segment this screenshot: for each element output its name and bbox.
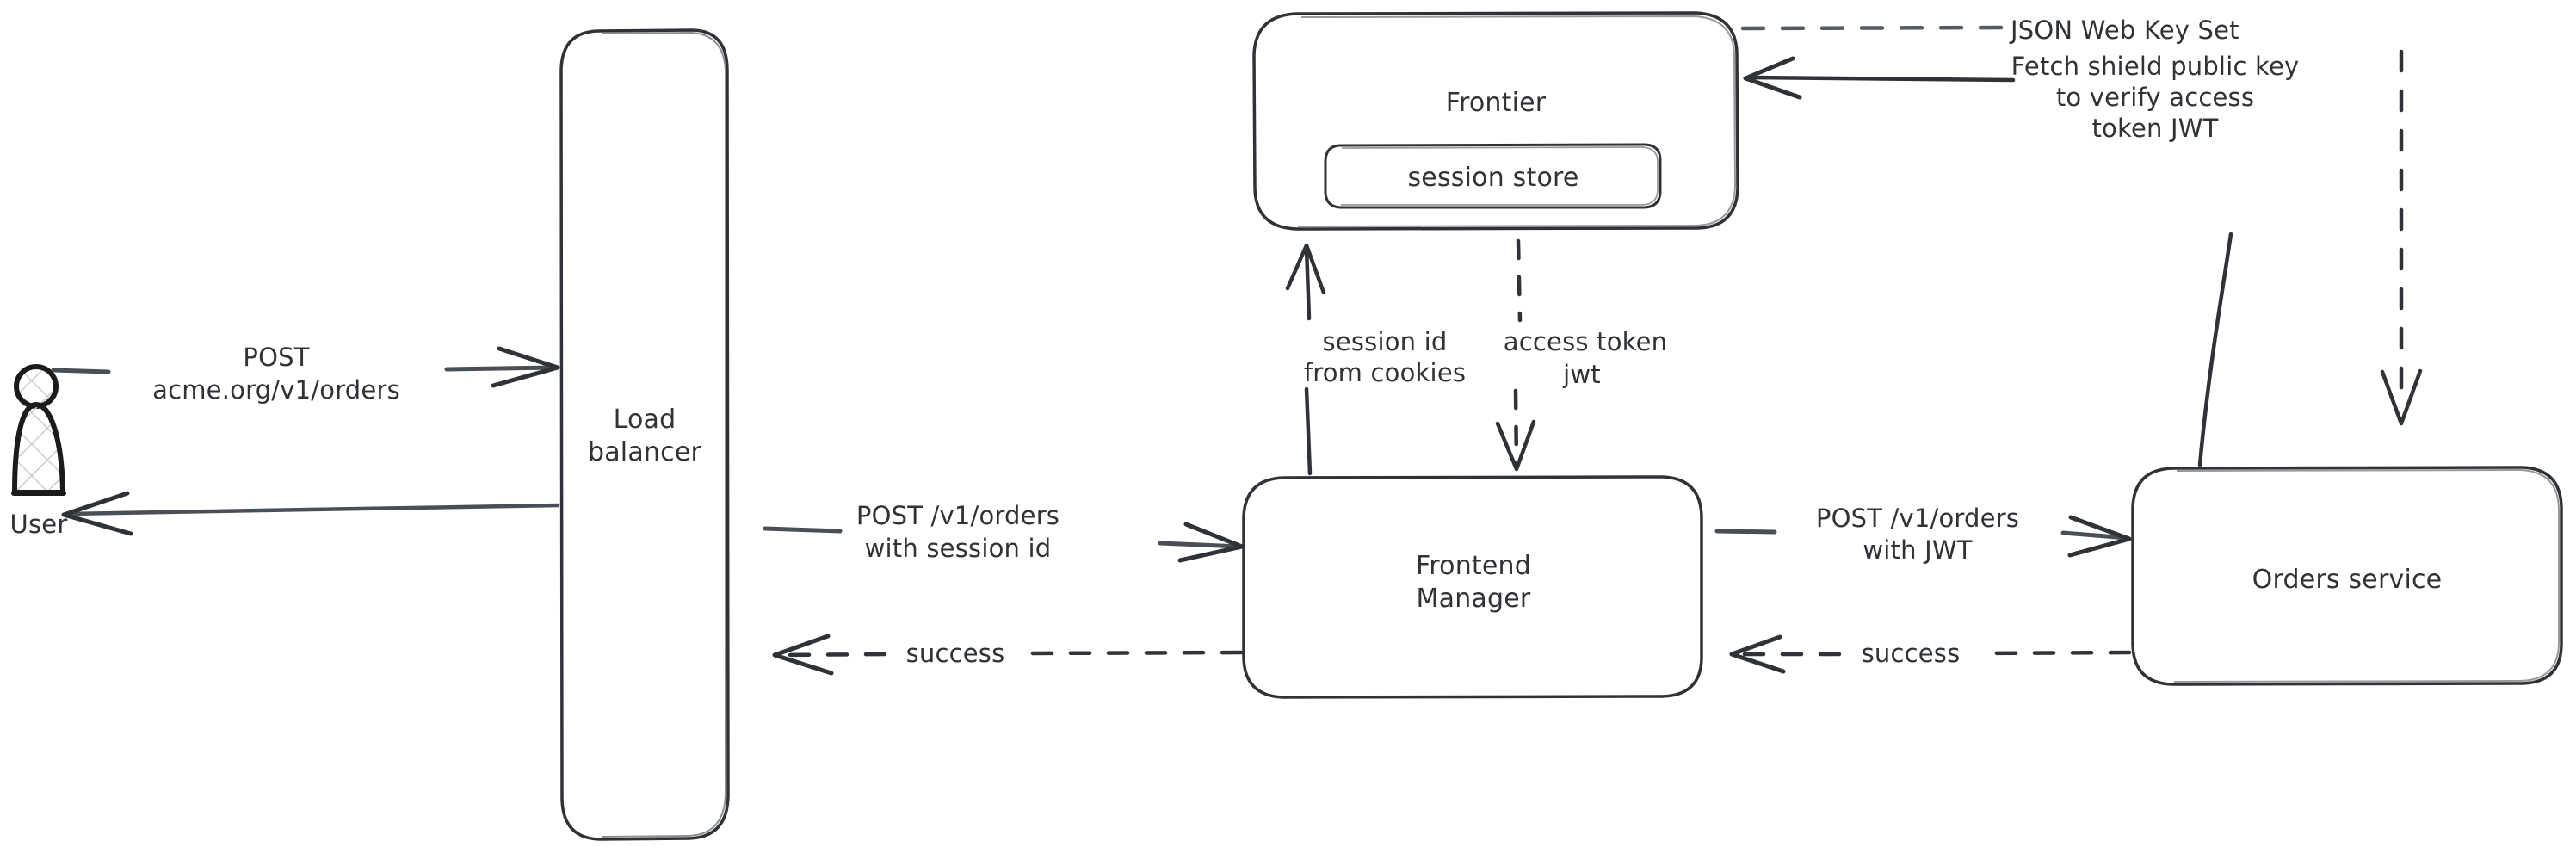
edge-label-fetch-key-line1: Fetch shield public key <box>2011 52 2300 81</box>
edge-label-fm-to-orders-line1: POST /v1/orders <box>1815 504 2020 533</box>
node-label-frontend-manager-line1: Frontend <box>1416 551 1531 581</box>
edge-frontier-to-frontend-manager <box>1495 238 1536 472</box>
edge-label-fm-to-frontier-line1: session id <box>1322 327 1448 356</box>
edge-label-lb-to-fm-line1: POST /v1/orders <box>856 501 1060 530</box>
edge-frontend-manager-to-frontier <box>1285 243 1326 476</box>
edge-label-jwks: JSON Web Key Set <box>2011 15 2239 45</box>
edge-label-user-to-lb-line2: acme.org/v1/orders <box>152 375 400 405</box>
person-icon <box>11 364 66 496</box>
edge-frontend-manager-to-lb-success <box>772 634 1244 676</box>
edge-user-to-lb <box>51 346 560 388</box>
node-label-frontier: Frontier <box>1445 88 1547 118</box>
edge-label-fetch-key-line3: token JWT <box>2091 114 2219 143</box>
node-orders-service-shape <box>2131 466 2563 686</box>
edge-orders-to-frontend-manager-success <box>1729 634 2132 674</box>
edge-lb-to-user <box>61 491 560 536</box>
node-frontend-manager-shape <box>1242 475 1703 699</box>
edge-label-fm-to-orders-line2: with JWT <box>1863 535 1973 565</box>
node-label-orders-service: Orders service <box>2252 565 2443 595</box>
node-load-balancer-shape <box>559 28 730 841</box>
edge-lb-to-frontend-manager <box>763 522 1245 563</box>
edge-frontier-to-orders-jwks <box>1740 25 2423 426</box>
node-label-session-store: session store <box>1407 163 1579 193</box>
edge-label-frontier-to-fm-line2: jwt <box>1563 360 1601 389</box>
node-label-load-balancer-line1: Load <box>613 405 676 435</box>
edge-label-fm-to-frontier-line2: from cookies <box>1303 358 1467 387</box>
edge-label-orders-to-fm-success: success <box>1861 639 1961 668</box>
edge-label-frontier-to-fm-line1: access token <box>1503 327 1668 356</box>
edge-label-lb-to-fm-line2: with session id <box>864 534 1052 563</box>
node-label-frontend-manager-line2: Manager <box>1416 584 1531 614</box>
edge-label-fm-to-lb-success: success <box>905 639 1005 668</box>
actor-label-user: User <box>9 510 68 539</box>
edge-frontend-manager-to-orders <box>1714 515 2132 558</box>
edge-label-user-to-lb-line1: POST <box>243 343 310 372</box>
node-label-load-balancer-line2: balancer <box>587 437 702 467</box>
edge-label-fetch-key-line2: to verify access <box>2055 83 2255 112</box>
node-session-store-shape <box>1324 143 1662 209</box>
edge-orders-to-frontier-fetch <box>1743 56 2233 467</box>
